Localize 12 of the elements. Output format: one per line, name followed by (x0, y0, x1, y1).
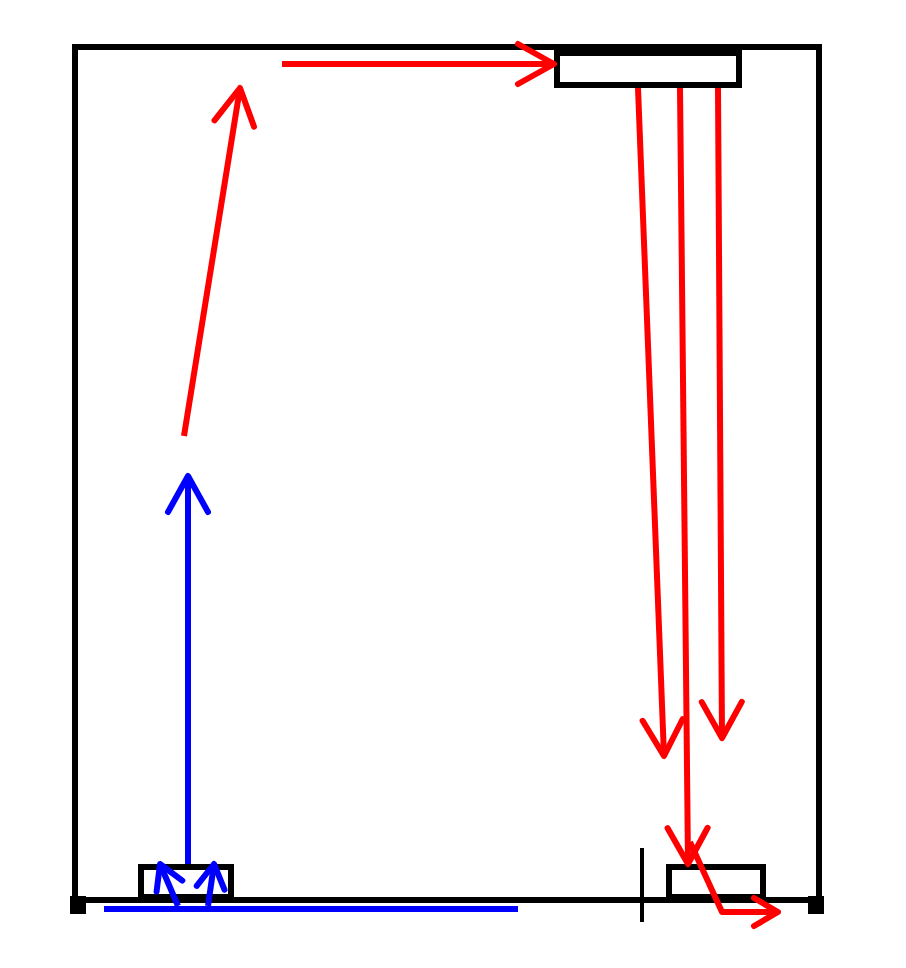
floor-vent (138, 864, 234, 900)
airflow-arrow (635, 87, 686, 759)
airflow-arrow (698, 88, 745, 741)
underfloor-duct (104, 906, 518, 912)
ceiling-vent (554, 50, 742, 88)
airflow-arrow (153, 861, 186, 908)
floor-vent (666, 864, 766, 900)
room-outline (70, 42, 826, 916)
airflow-arrow (282, 41, 557, 87)
airflow-arrow (664, 87, 711, 867)
airflow-arrow (165, 473, 211, 864)
airflow-arrow (193, 861, 228, 907)
